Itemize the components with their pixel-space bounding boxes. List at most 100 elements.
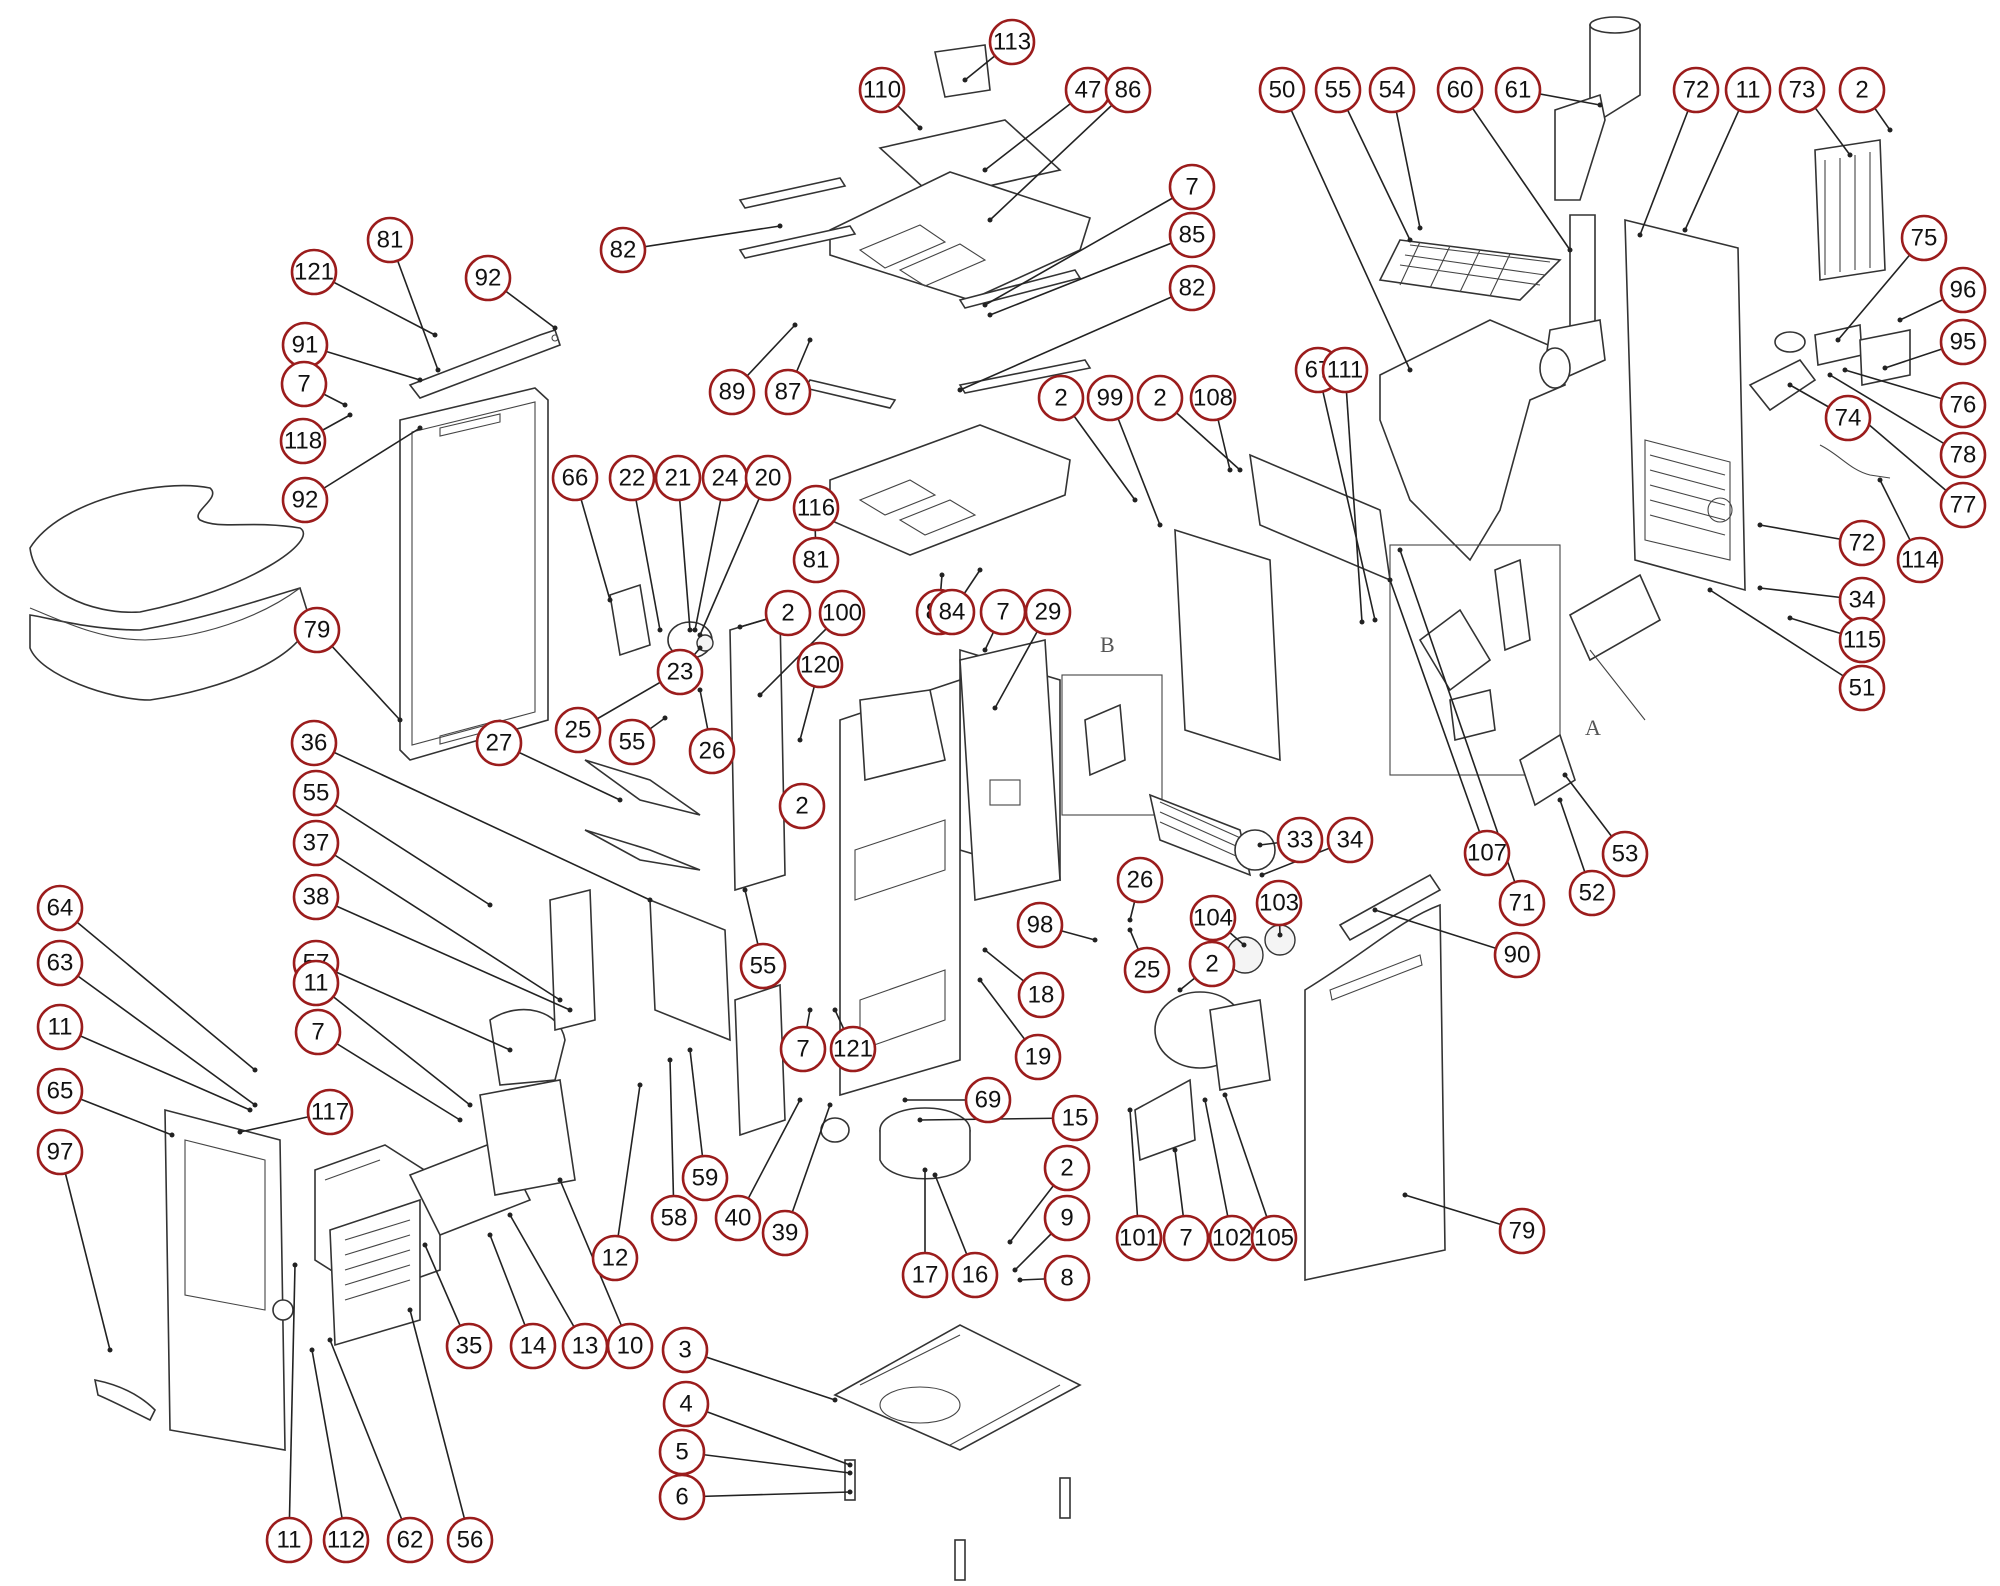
callout-22: 22: [608, 454, 656, 502]
leader-end: [1241, 942, 1247, 948]
callout-95: 95: [1939, 318, 1987, 366]
leader-end: [1682, 227, 1688, 233]
callout-58: 58: [650, 1194, 698, 1242]
callout-number: 92: [475, 265, 502, 292]
callout-number: 7: [297, 371, 310, 398]
leader-end: [557, 1177, 563, 1183]
leader-end: [1407, 367, 1413, 373]
callout-25: 25: [1123, 946, 1171, 994]
leader-line: [1829, 374, 1964, 456]
leader-end: [1237, 467, 1243, 473]
callout-number: 104: [1193, 905, 1233, 932]
callout-number: 26: [1127, 867, 1154, 894]
callout-circle: [1116, 856, 1164, 904]
callout-circle: [792, 536, 840, 584]
callout-number: 58: [661, 1205, 688, 1232]
callout-69: 69: [964, 1076, 1012, 1124]
auger-motor: [1519, 573, 1662, 807]
callout-66: 66: [551, 454, 599, 502]
callout-number: 79: [304, 617, 331, 644]
callout-60: 60: [1436, 66, 1484, 114]
middle-top-plate: [829, 424, 1071, 556]
callout-number: 14: [520, 1333, 547, 1360]
callout-89: 89: [708, 368, 756, 416]
callout-97: 97: [36, 1128, 84, 1176]
callout-circle: [1189, 374, 1237, 422]
callout-circle: [1498, 879, 1546, 927]
callout-81: 81: [366, 216, 414, 264]
leader-line: [59, 1151, 111, 1351]
callout-circle: [1123, 946, 1171, 994]
callout-number: 61: [1505, 77, 1532, 104]
callout-number: 92: [292, 487, 319, 514]
callout-number: 2: [1153, 385, 1166, 412]
callout-circle: [446, 1516, 494, 1564]
leader-end: [1397, 547, 1403, 553]
leader-end: [252, 1102, 258, 1108]
callout-2: 2: [1043, 1144, 1091, 1192]
callout-number: 98: [1027, 912, 1054, 939]
callout-7: 7: [1168, 163, 1216, 211]
callout-115: 115: [1838, 616, 1886, 664]
leader-end: [327, 1337, 333, 1343]
callout-35: 35: [445, 1322, 493, 1370]
right-front-panel: [1304, 873, 1446, 1281]
callout-circle: [1314, 66, 1362, 114]
leader-line: [1374, 909, 1518, 956]
callout-circle: [1276, 816, 1324, 864]
leader-line: [315, 896, 571, 1011]
leader-end: [922, 1167, 928, 1173]
leader-end: [1172, 1147, 1178, 1153]
callout-number: 12: [602, 1245, 629, 1272]
callout-112: 112: [322, 1516, 370, 1564]
leader-line: [1639, 89, 1697, 236]
callout-25: 25: [554, 706, 602, 754]
leader-end: [1359, 619, 1365, 625]
callout-number: 54: [1379, 77, 1406, 104]
callout-110: 110: [858, 66, 906, 114]
callout-40: 40: [714, 1194, 762, 1242]
callout-circle: [928, 588, 976, 636]
callout-circle: [964, 1076, 1012, 1124]
callout-circle: [1838, 664, 1886, 712]
leader-end: [1757, 585, 1763, 591]
callout-number: 9: [1060, 1205, 1073, 1232]
callout-number: 7: [1179, 1225, 1192, 1252]
callout-79: 79: [293, 606, 341, 654]
callout-number: 89: [719, 379, 746, 406]
leader-end: [939, 572, 945, 578]
leader-end: [1842, 367, 1848, 373]
callout-circle: [1024, 588, 1072, 636]
callout-100: 100: [818, 589, 866, 637]
callout-number: 4: [679, 1391, 692, 1418]
leader-end: [1012, 1267, 1018, 1273]
leader-end: [957, 387, 963, 393]
leader-line: [59, 1026, 251, 1111]
section-letter-b: B: [1100, 632, 1115, 657]
callout-circle: [658, 1473, 706, 1521]
callout-circle: [1672, 66, 1720, 114]
leader-end: [637, 1082, 643, 1088]
callout-circle: [688, 727, 736, 775]
callout-number: 39: [772, 1220, 799, 1247]
callout-circle: [708, 368, 756, 416]
callout-26: 26: [1116, 856, 1164, 904]
callout-circle: [36, 1003, 84, 1051]
callout-number: 75: [1911, 225, 1938, 252]
callout-number: 3: [678, 1337, 691, 1364]
callout-circle: [608, 718, 656, 766]
callout-number: 11: [304, 970, 329, 997]
callout-number: 20: [755, 465, 782, 492]
callout-number: 103: [1259, 890, 1299, 917]
leader-end: [567, 1007, 573, 1013]
feet-bolts: [844, 1459, 1071, 1581]
leader-end: [607, 597, 613, 603]
leader-line: [315, 982, 471, 1106]
leader-end: [1562, 772, 1568, 778]
callout-circle: [1168, 211, 1216, 259]
callout-circle: [1188, 940, 1236, 988]
callout-number: 59: [692, 1165, 719, 1192]
leader-end: [977, 977, 983, 983]
leader-end: [982, 302, 988, 308]
callout-circle: [778, 782, 826, 830]
